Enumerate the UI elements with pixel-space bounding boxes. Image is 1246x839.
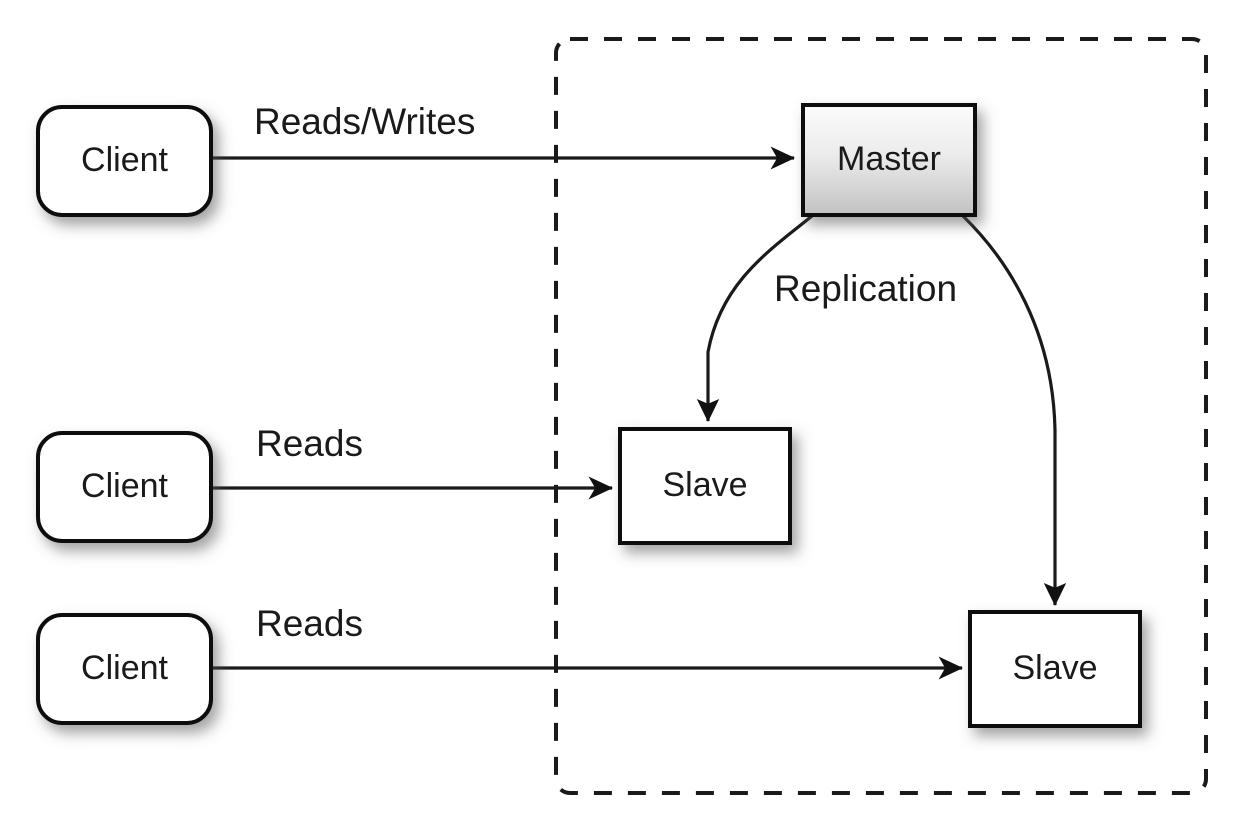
edge-curve-master-slave1 <box>696 214 814 422</box>
slave-1-label: Slave <box>662 466 747 504</box>
slave-2-shape[interactable] <box>968 610 1142 728</box>
edge-curve-master-slave2 <box>961 214 1067 606</box>
client-3-shape[interactable] <box>36 613 213 725</box>
edge-client2-slave1: Reads <box>210 423 614 500</box>
node-slave-1[interactable]: Slave <box>618 427 792 545</box>
slave-1-shape[interactable] <box>618 427 792 545</box>
node-client-1[interactable]: Client <box>36 105 213 217</box>
edge-label-replication: Replication <box>774 268 957 309</box>
datastore-boundary <box>554 37 1208 795</box>
edge-master-slave1: Replication <box>696 214 957 422</box>
master-label: Master <box>837 140 941 178</box>
slave-2-label: Slave <box>1012 649 1097 687</box>
edge-master-slave2 <box>961 214 1067 606</box>
client-2-label: Client <box>81 467 168 505</box>
edge-label-reads-middle: Reads <box>256 423 363 464</box>
edge-label-reads-bottom: Reads <box>256 603 363 644</box>
client-1-shape[interactable] <box>36 105 213 217</box>
client-2-shape[interactable] <box>36 431 213 543</box>
client-3-label: Client <box>81 649 168 687</box>
client-1-label: Client <box>81 141 168 179</box>
node-slave-2[interactable]: Slave <box>968 610 1142 728</box>
edge-client3-slave2: Reads <box>210 603 964 680</box>
node-client-3[interactable]: Client <box>36 613 213 725</box>
node-client-2[interactable]: Client <box>36 431 213 543</box>
master-shape[interactable] <box>801 103 977 217</box>
edge-label-reads-writes: Reads/Writes <box>254 101 475 142</box>
edge-client1-master: Reads/Writes <box>210 101 796 170</box>
node-master[interactable]: Master <box>801 103 977 217</box>
